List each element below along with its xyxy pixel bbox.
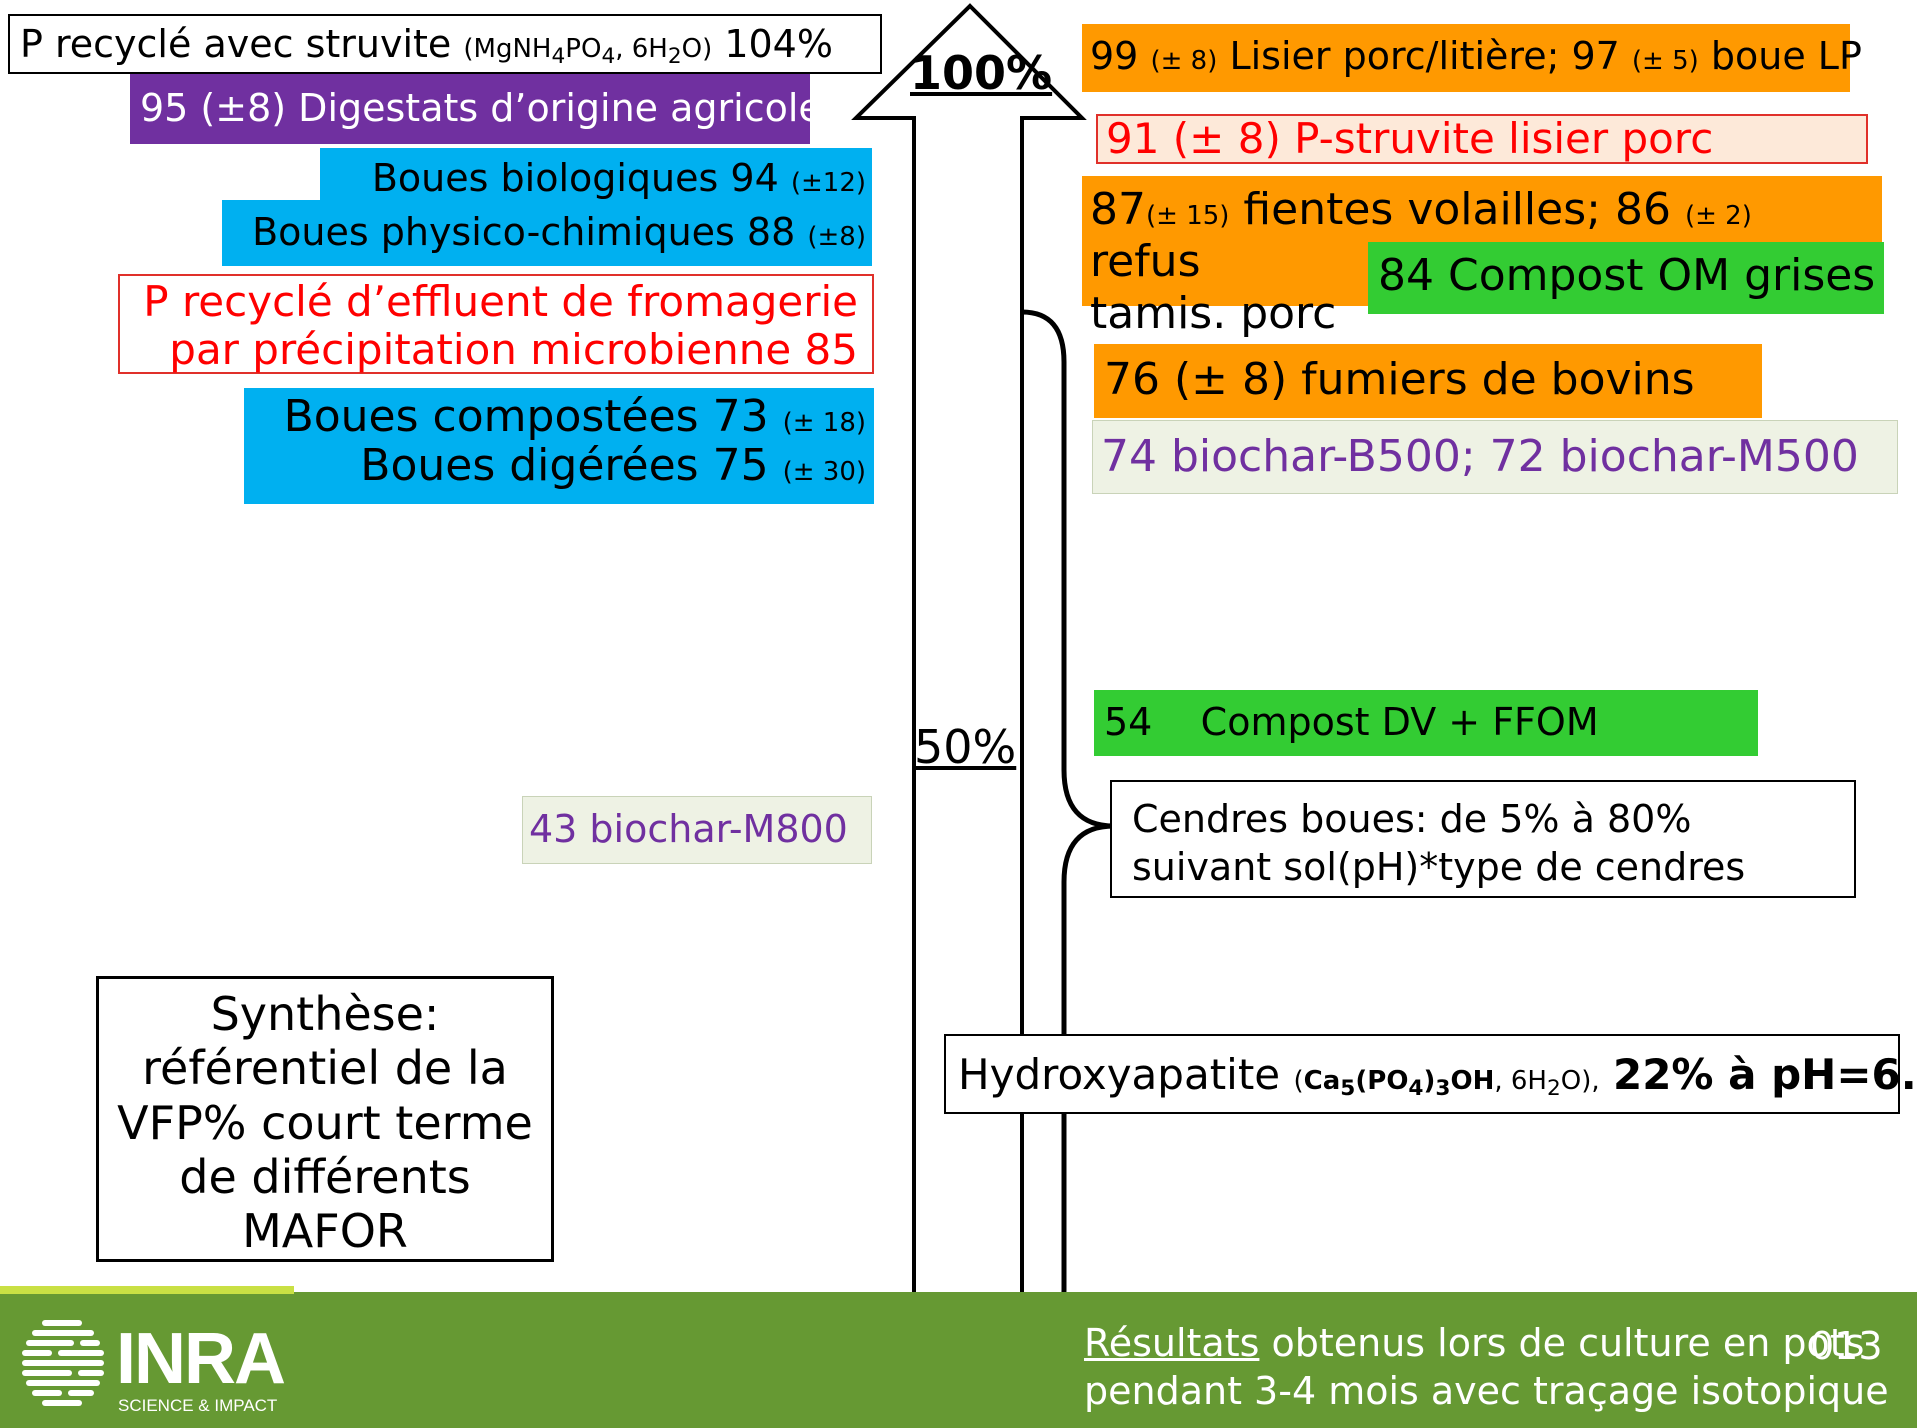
page-number: 013 (1810, 1324, 1883, 1368)
compost-dv-ffom-label: 54 Compost DV + FFOM (1094, 690, 1758, 756)
lisier-porc-label: 99 (± 8) Lisier porc/litière; 97 (± 5) b… (1082, 24, 1862, 92)
footer-caption: Résultats obtenus lors de culture en pot… (1084, 1321, 1889, 1413)
scale-label-50: 50% (914, 720, 1017, 774)
synthese-title: Synthèse: référentiel de la VFP% court t… (96, 976, 554, 1262)
struvite-label: P recyclé avec struvite (MgNH4PO4, 6H2O)… (8, 14, 882, 74)
boues-physico-chimiques-label: Boues physico-chimiques 88 (±8) (222, 200, 872, 266)
cendres-boues-label: Cendres boues: de 5% à 80%suivant sol(pH… (1110, 780, 1856, 898)
boues-compostees-label: Boues compostées 73 (± 18) Boues digérée… (244, 388, 874, 504)
fumiers-bovins-label: 76 (± 8) fumiers de bovins (1094, 344, 1762, 418)
inra-globe-icon (22, 1320, 104, 1406)
digestats-label: 95 (±8) Digestats d’origine agricole (130, 74, 822, 144)
p-struvite-lisier-label: 91 (± 8) P-struvite lisier porc (1096, 114, 1868, 164)
hydroxyapatite-label: Hydroxyapatite (Ca5(PO4)3OH, 6H2O), 22% … (944, 1034, 1917, 1114)
fientes-volailles-label: 87(± 15) fientes volailles; 86 (± 2) ref… (1082, 176, 1882, 339)
inra-logo-text: INRA (116, 1319, 286, 1399)
footer-band (0, 1292, 1917, 1428)
scale-label-100: 100% (910, 46, 1053, 100)
inra-tagline: SCIENCE & IMPACT (118, 1396, 278, 1415)
biochar-m800-label: 43 biochar-M800 (522, 796, 872, 864)
footer-accent-line (0, 1286, 294, 1294)
biochar-b500-label: 74 biochar-B500; 72 biochar-M500 (1092, 420, 1898, 494)
boues-biologiques-label: Boues biologiques 94 (±12) (320, 148, 872, 204)
compost-om-grises-label: 84 Compost OM grises (1368, 242, 1884, 314)
